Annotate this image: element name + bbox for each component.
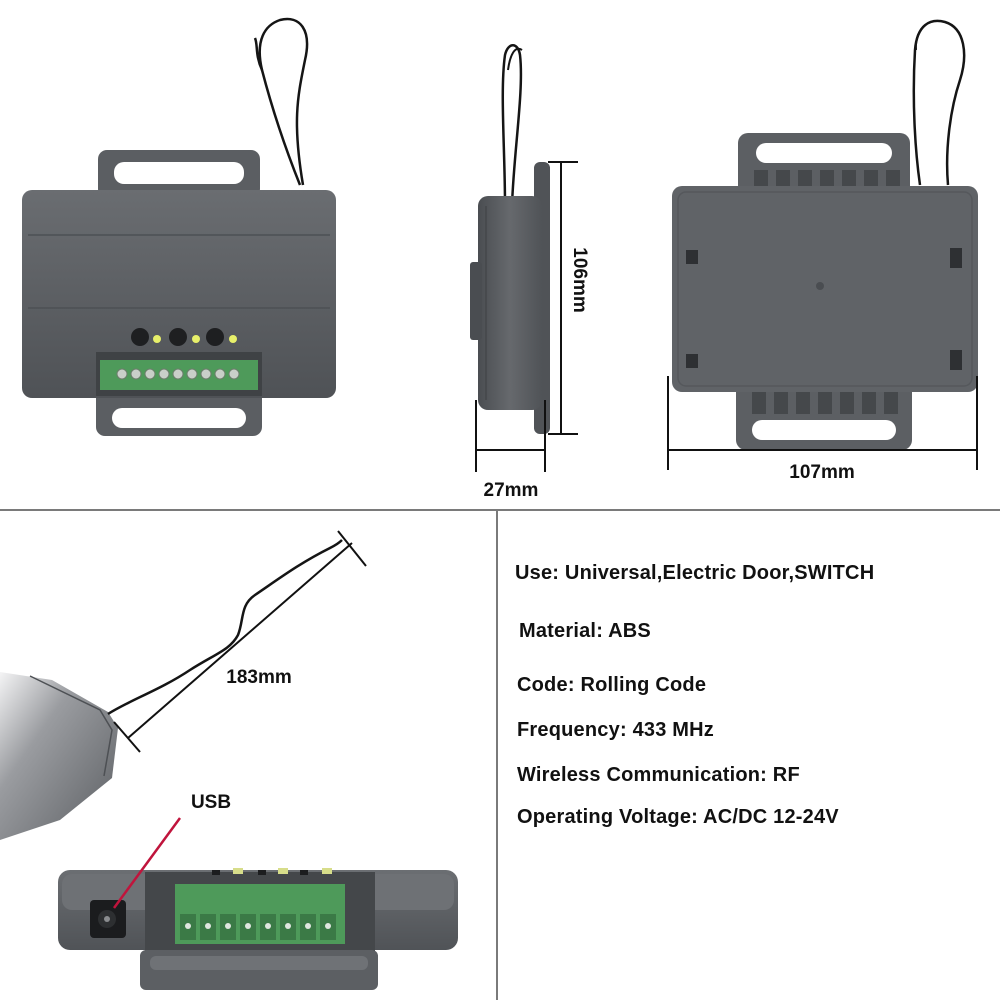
antenna-closeup [0, 530, 367, 840]
usb-label: USB [191, 792, 231, 813]
spec-code: Code: Rolling Code [517, 674, 707, 696]
side-housing [478, 196, 542, 410]
antenna-wire [258, 17, 309, 186]
spec-use: Use: Universal,Electric Door,SWITCH [515, 562, 875, 584]
button-2 [169, 328, 187, 346]
spec-wireless: Wireless Communication: RF [517, 764, 800, 786]
spec-voltage: Operating Voltage: AC/DC 12-24V [517, 806, 839, 828]
spec-code-value: Rolling Code [580, 674, 707, 696]
spec-material-label: Material [519, 620, 597, 642]
height-label: 106mm [569, 247, 590, 313]
spec-frequency-value: 433 MHz [632, 719, 715, 741]
housing-corner [0, 672, 118, 840]
button-1 [131, 328, 149, 346]
antenna-wire-closeup [107, 539, 343, 716]
spec-voltage-value: AC/DC 12-24V [703, 806, 839, 828]
antenna-length-label: 183mm [226, 667, 292, 688]
led-3 [229, 335, 237, 343]
spec-material: Material: ABS [519, 620, 651, 642]
led-2 [192, 335, 200, 343]
front-housing [22, 190, 336, 398]
button-3 [206, 328, 224, 346]
front-view-device [22, 17, 336, 436]
spec-use-label: Use [515, 562, 553, 584]
spec-frequency: Frequency: 433 MHz [517, 719, 715, 741]
side-view-device [470, 44, 578, 472]
side-antenna-wire [501, 44, 523, 206]
spec-code-label: Code [517, 674, 568, 696]
width-label: 107mm [789, 462, 855, 483]
back-view-device [667, 19, 978, 470]
back-antenna-wire [912, 19, 966, 186]
spec-wireless-value: RF [772, 764, 800, 786]
led-1 [153, 335, 161, 343]
spec-material-value: ABS [608, 620, 651, 642]
spec-use-value: Universal,Electric Door,SWITCH [564, 562, 875, 584]
spec-voltage-label: Operating Voltage [517, 806, 692, 828]
usb-pointer-line [112, 817, 182, 909]
spec-wireless-label: Wireless Communication [517, 764, 761, 786]
back-housing [672, 186, 978, 392]
bottom-view-device [58, 817, 458, 990]
depth-label: 27mm [484, 480, 539, 501]
spec-frequency-label: Frequency [517, 719, 620, 741]
